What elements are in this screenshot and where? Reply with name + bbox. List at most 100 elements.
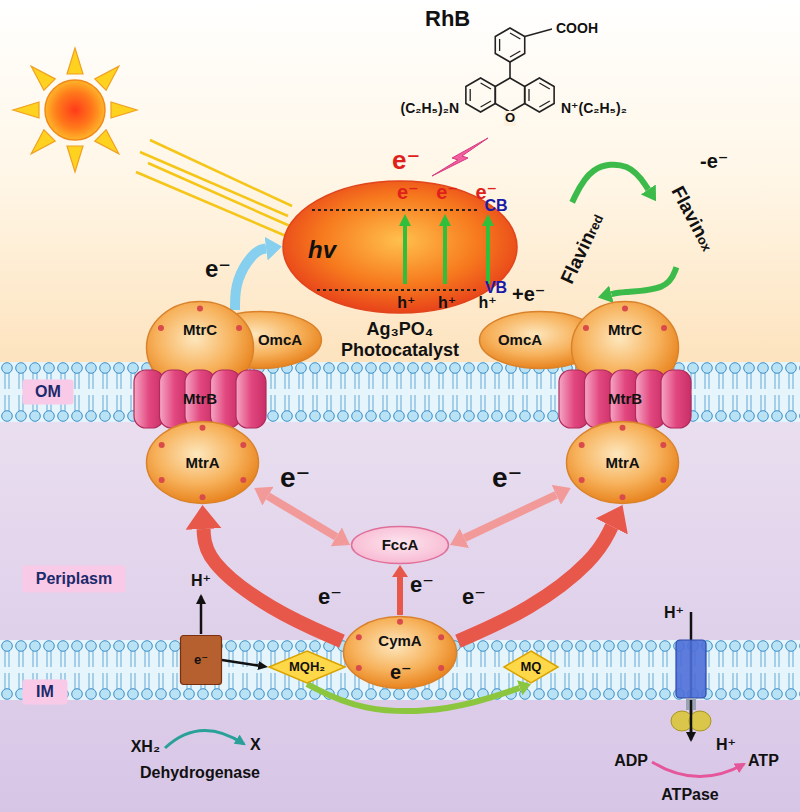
region-tag: Periplasm xyxy=(22,565,126,593)
lightning-bolt xyxy=(432,138,488,176)
flavin-label: Flavinred xyxy=(553,202,617,297)
node-text: MQH₂ xyxy=(289,660,325,675)
text-label: (C₂H₅)₂N xyxy=(400,100,459,116)
illustration-part xyxy=(31,66,55,90)
illustration-part xyxy=(525,29,552,37)
protein-ellipse: MtrA xyxy=(145,420,260,505)
text-label: X xyxy=(250,736,261,754)
illustration-part xyxy=(67,146,83,172)
node-text: MtrA xyxy=(605,454,639,471)
region-tag: IM xyxy=(22,679,68,705)
node-text: Ag₃PO₄ Photocatalyst xyxy=(335,319,465,360)
node-text: MtrB xyxy=(183,390,217,407)
node-text: hv xyxy=(308,236,336,264)
text-label: RhB xyxy=(425,6,470,31)
node-text: OM xyxy=(35,383,61,401)
node-text: Flavin xyxy=(667,182,712,241)
node-text: CB xyxy=(484,197,507,215)
illustration-part xyxy=(481,101,491,107)
region-tag: OM xyxy=(22,379,74,405)
node-text: Flavin xyxy=(556,228,599,287)
edge-label: e⁻ xyxy=(492,462,522,494)
edge-label: +e⁻ xyxy=(512,283,545,306)
edge-label: e⁻ xyxy=(205,255,231,283)
porin-barrel: MtrB xyxy=(130,368,270,430)
node-text: Periplasm xyxy=(36,570,112,588)
text-label: H⁺ xyxy=(716,736,736,754)
node-text: MtrA xyxy=(185,454,219,471)
node-text: MtrB xyxy=(608,390,642,407)
edge-label: e⁻ xyxy=(410,572,434,597)
text-label: O xyxy=(504,111,516,126)
edge-label: e⁻ xyxy=(390,661,412,684)
proton-arrow xyxy=(200,596,203,634)
node-text: MtrC xyxy=(183,321,217,338)
illustration-part xyxy=(67,48,83,74)
substrate-arrow xyxy=(165,730,244,748)
arrow-connector xyxy=(611,267,676,294)
node-text: CymA xyxy=(378,632,421,649)
illustration-part xyxy=(481,83,491,89)
illustration-part xyxy=(499,39,500,51)
edge-label: e⁻ xyxy=(280,462,310,494)
porin-barrel: MtrB xyxy=(555,368,695,430)
text-label: e⁻ xyxy=(392,146,420,176)
node-text: IM xyxy=(36,683,54,701)
text-label: H⁺ xyxy=(191,572,211,590)
flavin-label: Flavinox xyxy=(656,173,724,267)
arrow-connector xyxy=(268,496,336,537)
illustration-part xyxy=(539,83,549,89)
rhodamine-b-structure xyxy=(466,28,554,112)
cell-ground xyxy=(0,362,800,812)
light-rays xyxy=(136,140,292,236)
node-text: OmcA xyxy=(258,331,302,348)
node-text: h⁺ h⁺ h⁺ xyxy=(397,294,497,312)
protein-ellipse: FccA xyxy=(350,525,450,565)
illustration-part xyxy=(690,700,693,734)
protein-ellipse: MtrA xyxy=(565,420,680,505)
illustration-part xyxy=(466,78,495,112)
node-text: MQ xyxy=(521,660,542,675)
arrow-connector xyxy=(397,577,403,615)
illustration-part xyxy=(148,163,290,226)
edge-label: e⁻ xyxy=(462,584,486,609)
illustration-part xyxy=(525,78,554,112)
arrow-connector xyxy=(235,249,266,310)
node-text: e⁻ xyxy=(194,653,208,668)
node-text: OmcA xyxy=(498,331,542,348)
node-text: MtrC xyxy=(608,321,642,338)
text-label: ADP xyxy=(614,752,648,770)
illustration-part xyxy=(495,28,524,62)
node-outline xyxy=(640,630,740,805)
node-text: FccA xyxy=(382,536,419,553)
arrow-connector xyxy=(204,529,342,641)
illustration-part xyxy=(510,51,520,57)
illustration-part xyxy=(95,130,119,154)
illustration-part xyxy=(510,33,520,39)
arrow-connector xyxy=(572,165,648,203)
quinone-diamond: MQH₂ xyxy=(268,650,346,684)
illustration-part xyxy=(136,172,286,236)
arrow-connector xyxy=(222,660,258,665)
node-text: ATPase xyxy=(661,786,719,804)
illustration-part xyxy=(509,62,511,78)
atpase-group: ATPase xyxy=(640,630,740,805)
edge-label: e⁻ xyxy=(318,584,342,609)
quinone-diamond: MQ xyxy=(503,650,559,684)
text-label: H⁺ xyxy=(664,604,684,622)
text-label: COOH xyxy=(556,20,598,36)
arrow-connector xyxy=(458,526,612,641)
extracellular-ground xyxy=(0,0,800,362)
illustration-part xyxy=(45,80,105,140)
text-label: N⁺(C₂H₅)₂ xyxy=(561,100,627,116)
node-text: e⁻ e⁻ e⁻ xyxy=(397,181,497,204)
illustration-part xyxy=(689,711,711,731)
sun xyxy=(13,48,137,172)
illustration-part xyxy=(539,101,549,107)
edge-label: -e⁻ xyxy=(700,150,728,173)
illustration-part xyxy=(528,89,529,101)
illustration-part xyxy=(470,89,471,101)
illustration-part xyxy=(95,66,119,90)
illustration-part xyxy=(13,102,39,118)
